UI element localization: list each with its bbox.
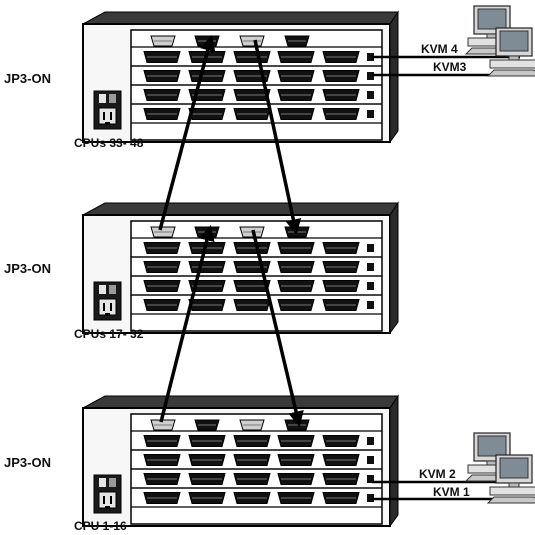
unit-top-cpu-label: CPUs 33- 48 xyxy=(74,136,144,150)
unit-top-face xyxy=(82,202,399,216)
rj45-port xyxy=(367,475,374,483)
rj45-port xyxy=(367,72,374,80)
unit-bottom-jumper-label: JP3-ON xyxy=(4,455,51,470)
unit-side-panel xyxy=(389,10,399,144)
cascade-arrow-top-to-mid xyxy=(253,39,302,236)
kvm-switch-unit-top xyxy=(82,10,399,144)
unit-side-panel xyxy=(389,201,399,335)
power-socket xyxy=(98,491,117,509)
rj45-port xyxy=(367,301,374,309)
kvm-1-label: KVM 1 xyxy=(433,485,470,499)
rj45-port xyxy=(367,244,374,252)
kvm-4-label: KVM 4 xyxy=(421,42,458,56)
monitor-screen xyxy=(477,8,507,30)
kvm-switch-unit-bottom xyxy=(82,394,399,528)
workstation-kvm-1 xyxy=(486,454,535,504)
monitor-screen xyxy=(477,435,507,457)
unit-top-face xyxy=(82,11,399,25)
computer-base xyxy=(489,59,535,69)
kvm-switch-unit-middle xyxy=(82,201,399,335)
power-socket xyxy=(98,107,117,125)
rj45-port xyxy=(367,437,374,445)
power-switch xyxy=(99,478,106,487)
monitor-screen xyxy=(499,30,529,52)
cascade-arrow-mid-to-bottom xyxy=(251,229,304,428)
rj45-port xyxy=(367,456,374,464)
rj45-port xyxy=(367,53,374,61)
power-switch xyxy=(99,94,106,103)
kvm-2-label: KVM 2 xyxy=(419,467,456,481)
unit-top-jumper-label: JP3-ON xyxy=(4,71,51,86)
unit-middle-jumper-label: JP3-ON xyxy=(4,261,51,276)
monitor-stand xyxy=(508,482,520,488)
rj45-port xyxy=(367,91,374,99)
monitor-stand xyxy=(508,55,520,61)
keyboard xyxy=(486,496,535,504)
rj45-port xyxy=(367,263,374,271)
keyboard xyxy=(486,69,535,77)
unit-side-panel xyxy=(389,394,399,528)
power-switch xyxy=(99,285,106,294)
cascade-arrow-bottom-to-mid xyxy=(159,224,215,423)
unit-bottom-cpu-label: CPU 1-16 xyxy=(74,519,127,533)
rj45-port xyxy=(367,494,374,502)
monitor-screen xyxy=(499,457,529,479)
power-socket xyxy=(98,298,117,316)
rj45-port xyxy=(367,282,374,290)
kvm-3-label: KVM3 xyxy=(433,60,467,74)
cascade-arrow-mid-to-top xyxy=(158,34,216,231)
rj45-port xyxy=(367,110,374,118)
workstation-kvm-3 xyxy=(486,27,535,77)
computer-base xyxy=(489,486,535,496)
unit-top-face xyxy=(82,395,399,409)
unit-middle-cpu-label: CPUs 17- 32 xyxy=(74,327,144,341)
